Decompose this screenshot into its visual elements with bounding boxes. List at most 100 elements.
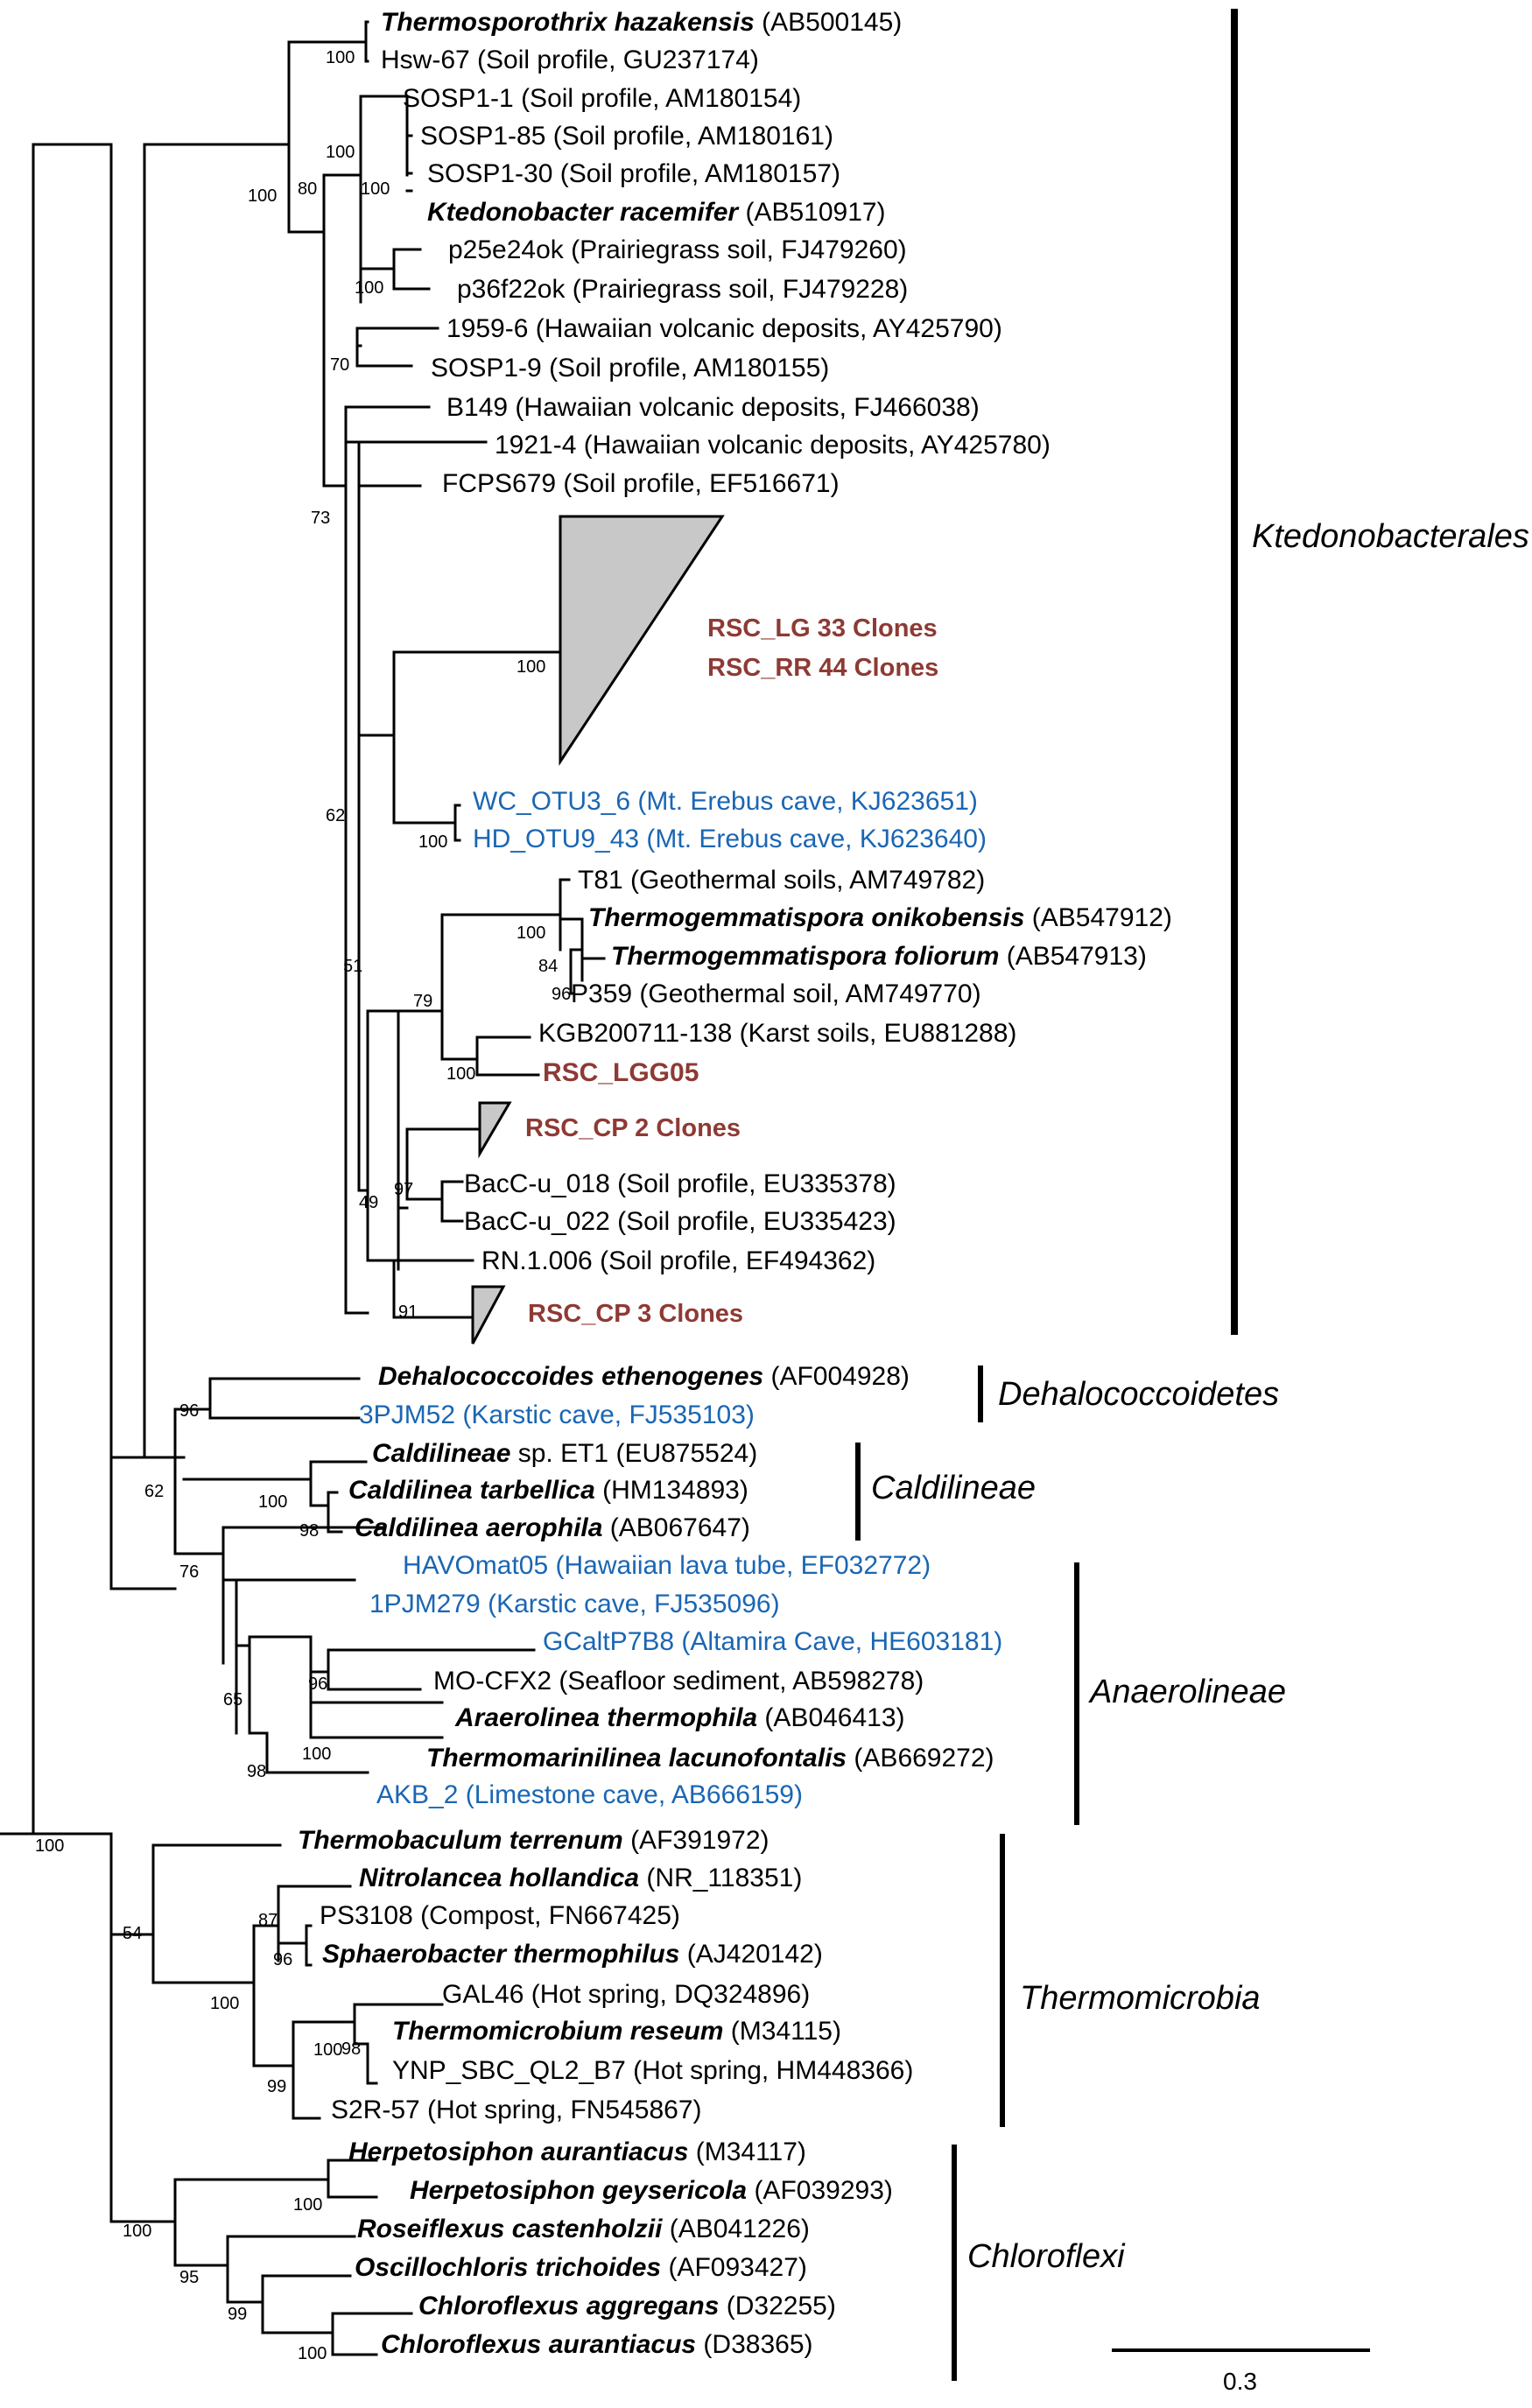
- taxon-name: Hsw-67: [381, 46, 470, 74]
- taxon-label: 3PJM52 (Karstic cave, FJ535103): [359, 1401, 755, 1429]
- bootstrap-value: 96: [179, 1401, 199, 1421]
- taxon-label: S2R-57 (Hot spring, FN545867): [331, 2096, 702, 2124]
- taxon-name: Oscillochloris trichoides: [355, 2253, 661, 2282]
- group-label-chloroflexi: Chloroflexi: [967, 2238, 1126, 2275]
- scale-bar: 0.3: [1112, 2348, 1370, 2395]
- taxon-name: 1PJM279: [369, 1590, 481, 1618]
- bootstrap-value: 51: [343, 957, 362, 976]
- bootstrap-value: 73: [311, 509, 330, 528]
- group-label-caldilineae: Caldilineae: [871, 1470, 1036, 1506]
- taxon-label: RN.1.006 (Soil profile, EF494362): [481, 1246, 875, 1275]
- taxon-accession: (AF004928): [763, 1362, 910, 1391]
- taxon-accession: (AJ420142): [679, 1940, 822, 1969]
- taxon-name: Thermomicrobium reseum: [392, 2017, 723, 2046]
- taxon-accession: (AB041226): [662, 2215, 809, 2243]
- taxon-accession: (Hot spring, DQ324896): [524, 1980, 810, 2009]
- taxon-accession: (Soil profile, EU335423): [610, 1207, 896, 1236]
- taxon-name: GCaltP7B8: [543, 1627, 674, 1656]
- taxon-accession: (Soil profile, AM180157): [552, 159, 840, 188]
- bootstrap-value: 99: [228, 2305, 247, 2324]
- taxon-label: SOSP1-9 (Soil profile, AM180155): [431, 354, 829, 383]
- taxon-accession: (AB500145): [755, 8, 902, 37]
- taxon-accession: (Compost, FN667425): [413, 1901, 680, 1930]
- taxon-name: Dehalococcoides ethenogenes: [378, 1362, 763, 1391]
- bootstrap-value: 100: [326, 48, 355, 67]
- taxon-accession: (Hot spring, HM448366): [626, 2056, 913, 2085]
- taxon-label: 1PJM279 (Karstic cave, FJ535096): [369, 1590, 780, 1618]
- taxon-name: Herpetosiphon geysericola: [410, 2176, 747, 2205]
- taxon-name: BacC-u_022: [464, 1207, 610, 1236]
- taxon-accession: (Hawaiian volcanic deposits, FJ466038): [508, 393, 980, 422]
- group-brackets: Ktedonobacterales Dehalococcoidetes Cald…: [855, 9, 1529, 2381]
- taxon-label: WC_OTU3_6 (Mt. Erebus cave, KJ623651): [473, 787, 978, 816]
- taxon-label: Dehalococcoides ethenogenes (AF004928): [378, 1362, 910, 1391]
- bootstrap-value: 54: [123, 1924, 142, 1943]
- bootstrap-value: 100: [302, 1745, 331, 1764]
- taxon-accession: (Soil profile, AM180154): [514, 84, 802, 113]
- bootstrap-value: 100: [326, 143, 355, 162]
- bootstrap-value: 98: [299, 1521, 319, 1541]
- taxon-name: Chloroflexus aggregans: [418, 2292, 719, 2320]
- taxon-label: HD_OTU9_43 (Mt. Erebus cave, KJ623640): [473, 825, 987, 853]
- bootstrap-value: 100: [35, 1836, 64, 1856]
- bootstrap-value: 97: [394, 1180, 413, 1199]
- taxon-label: Ktedonobacter racemifer (AB510917): [427, 198, 886, 227]
- taxon-label: T81 (Geothermal soils, AM749782): [578, 866, 985, 895]
- bootstrap-value: 91: [398, 1302, 418, 1322]
- taxon-label: Caldilineae sp. ET1 (EU875524): [372, 1439, 757, 1468]
- taxon-name: GAL46: [442, 1980, 524, 2009]
- bootstrap-value: 49: [359, 1193, 378, 1212]
- taxon-label: SOSP1-85 (Soil profile, AM180161): [420, 122, 833, 151]
- taxon-label: Chloroflexus aurantiacus (D38365): [381, 2330, 813, 2359]
- bootstrap-value: 96: [308, 1674, 327, 1694]
- taxon-accession: (AB547913): [999, 942, 1146, 971]
- taxon-label: GCaltP7B8 (Altamira Cave, HE603181): [543, 1627, 1002, 1656]
- bootstrap-value: 100: [517, 657, 545, 677]
- group-label-anaerolineae: Anaerolineae: [1088, 1674, 1286, 1710]
- taxon-name: PS3108: [320, 1901, 413, 1930]
- taxon-name: Chloroflexus aurantiacus: [381, 2330, 696, 2359]
- taxon-label: Thermomicrobium reseum (M34115): [392, 2017, 841, 2046]
- taxon-label: P359 (Geothermal soil, AM749770): [571, 979, 981, 1008]
- tree-branches: [0, 20, 606, 2356]
- taxon-accession: (Soil profile, AM180161): [545, 122, 833, 151]
- taxon-accession: (Mt. Erebus cave, KJ623640): [639, 825, 987, 853]
- taxon-label: KGB200711-138 (Karst soils, EU881288): [538, 1019, 1016, 1048]
- taxon-accession: (Geothermal soils, AM749782): [623, 866, 986, 895]
- taxon-name: Araerolinea thermophila: [454, 1703, 757, 1732]
- taxon-label: Sphaerobacter thermophilus (AJ420142): [322, 1940, 823, 1969]
- taxon-name: Thermogemmatispora onikobensis: [588, 903, 1024, 932]
- taxon-label: Nitrolancea hollandica (NR_118351): [359, 1864, 802, 1892]
- taxon-label: Oscillochloris trichoides (AF093427): [355, 2253, 807, 2282]
- taxon-accession: (Geothermal soil, AM749770): [632, 979, 981, 1008]
- taxon-name: AKB_2: [376, 1780, 458, 1809]
- bootstrap-value: 100: [361, 179, 390, 199]
- taxon-name: BacC-u_018: [464, 1169, 610, 1198]
- taxon-label: p36f22ok (Prairiegrass soil, FJ479228): [457, 275, 908, 304]
- bootstrap-value: 70: [330, 355, 349, 375]
- taxon-label: BacC-u_022 (Soil profile, EU335423): [464, 1207, 896, 1236]
- taxon-name: Thermomarinilinea lacunofontalis: [426, 1744, 847, 1773]
- collapsed-clade-rsc-cp-2: [478, 1101, 512, 1159]
- collapsed-clade-rsc-lg-rr: [559, 515, 725, 766]
- taxon-accession: (Hawaiian lava tube, EF032772): [548, 1551, 931, 1580]
- taxon-label: Hsw-67 (Soil profile, GU237174): [381, 46, 759, 74]
- taxon-name: Caldilinea tarbellica: [348, 1476, 595, 1505]
- taxon-name: p36f22ok: [457, 275, 566, 304]
- taxon-name: Thermogemmatispora foliorum: [611, 942, 999, 971]
- taxon-accession: (AF391972): [623, 1826, 770, 1855]
- taxon-label: Thermogemmatispora foliorum (AB547913): [611, 942, 1147, 971]
- taxon-name: SOSP1-85: [420, 122, 545, 151]
- taxon-name: P359: [571, 979, 632, 1008]
- taxon-accession: (NR_118351): [639, 1864, 802, 1892]
- collapsed-clade-label: RSC_CP 2 Clones: [525, 1114, 741, 1142]
- taxon-label: AKB_2 (Limestone cave, AB666159): [376, 1780, 803, 1809]
- taxon-accession: (Prairiegrass soil, FJ479228): [565, 275, 908, 304]
- taxon-accession: (D32255): [719, 2292, 835, 2320]
- taxon-label: Caldilinea aerophila (AB067647): [355, 1513, 750, 1542]
- taxon-accession: (Karst soils, EU881288): [732, 1019, 1016, 1048]
- taxon-accession: sp. ET1 (EU875524): [510, 1439, 757, 1468]
- taxon-label: Araerolinea thermophila (AB046413): [454, 1703, 905, 1732]
- collapsed-clade-label: RSC_CP 3 Clones: [528, 1300, 743, 1328]
- bootstrap-value: 76: [179, 1562, 199, 1582]
